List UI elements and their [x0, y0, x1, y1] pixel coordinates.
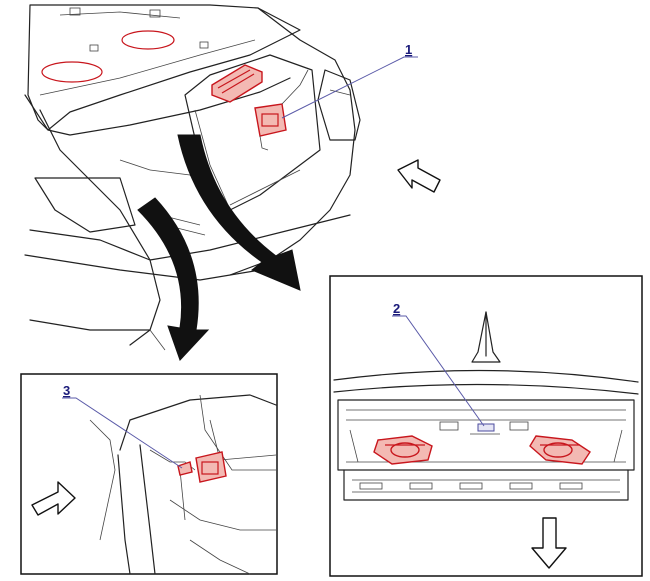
inset-panel-2: 2 — [329, 275, 643, 577]
module-3-highlight — [177, 451, 227, 483]
speaker-left-highlight — [373, 435, 433, 465]
callout-1: 1 — [405, 42, 412, 57]
main-trunk-view: 1 — [24, 4, 441, 351]
speaker-right-highlight — [529, 435, 591, 465]
inset-panel-3: 3 — [20, 373, 278, 575]
callout-2: 2 — [393, 301, 400, 316]
callout-3-leader — [62, 397, 183, 469]
curved-arrow-to-inset-3 — [137, 197, 210, 361]
module-1-highlight — [211, 64, 287, 137]
callout-3: 3 — [63, 383, 70, 398]
direction-arrow-down — [531, 517, 567, 569]
callout-2-leader — [392, 315, 485, 427]
curved-arrow-to-inset-2 — [177, 134, 301, 291]
callout-1-leader — [281, 56, 418, 119]
direction-arrow-inset-3 — [31, 481, 76, 516]
direction-arrow-forward — [397, 159, 441, 193]
module-2 — [470, 423, 500, 435]
shelf-speaker-left — [41, 61, 103, 83]
shelf-speaker-right — [121, 30, 175, 50]
